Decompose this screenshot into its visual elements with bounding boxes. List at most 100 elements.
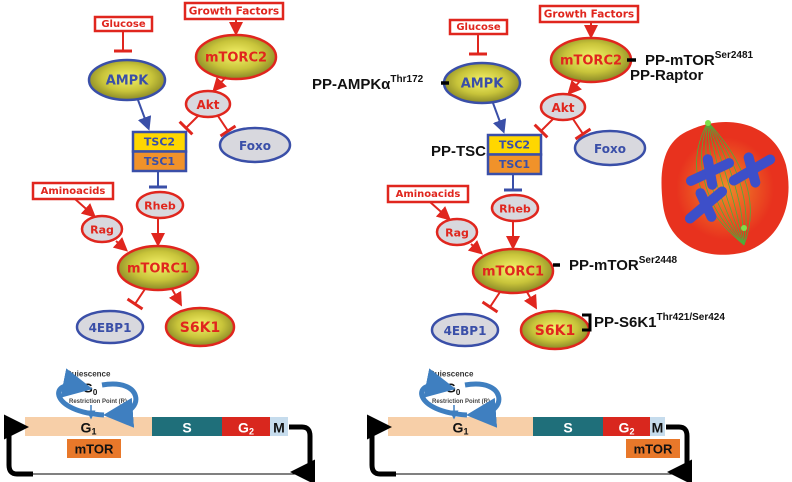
glucose-label: Glucose bbox=[456, 22, 501, 33]
4ebp1-node bbox=[75, 309, 145, 345]
4ebp1-label: 4EBP1 bbox=[89, 321, 132, 335]
quiescence-arrow-right bbox=[101, 381, 139, 428]
4ebp1-node bbox=[430, 312, 500, 348]
pp-mtor-ser2448-label-main: PP-mTOR bbox=[569, 257, 639, 274]
cycle-return-arrow-right bbox=[666, 424, 693, 482]
tsc1-label: TSC1 bbox=[144, 155, 175, 168]
pp-s6k1-bracket bbox=[582, 313, 592, 332]
phase-g1-subscript: 1 bbox=[91, 427, 96, 437]
growth_factors-box bbox=[183, 1, 285, 21]
phase-m bbox=[650, 417, 665, 436]
mtorc1-inhibits-4ebp1-bar bbox=[126, 297, 144, 311]
mtorc1-label: mTORC1 bbox=[127, 262, 189, 277]
spindle-fiber bbox=[701, 121, 745, 246]
phospho-labels: PP-AMPKαThr172PP-TSCPP-mTORSer2481PP-Rap… bbox=[312, 50, 754, 332]
foxo-node bbox=[573, 129, 647, 167]
mtorc1-node bbox=[116, 244, 200, 292]
chromosome bbox=[728, 152, 776, 188]
tsc2-label: TSC2 bbox=[144, 136, 175, 149]
centrosome-top bbox=[705, 120, 711, 126]
pp-mtor-ser2481-label-superscript: Ser2481 bbox=[715, 50, 754, 61]
g0-subscript: 0 bbox=[456, 388, 461, 397]
phase-s bbox=[152, 417, 222, 436]
phase-s bbox=[533, 417, 603, 436]
pp-mtor-ser2448-label: PP-mTORSer2448 bbox=[569, 255, 678, 274]
tsc1-box bbox=[486, 153, 543, 176]
mtorc1-inhibits-4ebp1-bar bbox=[481, 300, 499, 314]
mtorc2-activates-akt bbox=[567, 79, 582, 95]
foxo-label: Foxo bbox=[239, 139, 271, 153]
g0-label: G0 bbox=[446, 381, 461, 397]
rag-activates-mtorc1 bbox=[112, 237, 128, 252]
cycle-return-arrow-left bbox=[366, 414, 396, 477]
phase-g2-subscript: 2 bbox=[629, 427, 634, 437]
tsc1-label: TSC1 bbox=[499, 158, 530, 171]
akt-inhibits-tsc bbox=[540, 118, 554, 132]
mtorc2-label: mTORC2 bbox=[205, 51, 267, 66]
phase-m bbox=[270, 417, 288, 436]
chromatid bbox=[695, 188, 717, 222]
pp-mtor-ser2448-label-superscript: Ser2448 bbox=[639, 255, 678, 266]
s6k1-node bbox=[164, 306, 236, 348]
aminoacids-box bbox=[386, 184, 470, 204]
pp-mtor-ser2481-label: PP-mTORSer2481 bbox=[645, 50, 754, 69]
rag-label: Rag bbox=[90, 224, 114, 237]
foxo-node bbox=[218, 126, 292, 164]
pp-mtor-ser2481-label-main: PP-mTOR bbox=[645, 52, 715, 69]
growth_factors-box bbox=[538, 4, 640, 24]
aminoacids-label: Aminoacids bbox=[396, 189, 461, 200]
akt-inhibits-tsc-bar bbox=[533, 123, 549, 139]
rag-label: Rag bbox=[445, 227, 469, 240]
growth_factors-label: Growth Factors bbox=[189, 6, 279, 18]
mtorc1-inhibits-4ebp1 bbox=[134, 288, 146, 305]
chromosome bbox=[684, 186, 728, 224]
s6k1-label: S6K1 bbox=[535, 323, 575, 339]
aminoacids-activate-rag bbox=[74, 198, 96, 218]
glucose-label: Glucose bbox=[101, 19, 146, 30]
pp-ampk-label: PP-AMPKαThr172 bbox=[312, 74, 424, 93]
ampk-activates-tsc bbox=[492, 102, 507, 134]
chromosome bbox=[685, 154, 735, 190]
tsc1-box bbox=[131, 150, 188, 173]
akt-inhibits-tsc bbox=[185, 115, 199, 129]
phase-m-label: M bbox=[273, 420, 285, 436]
mtor-label: mTOR bbox=[634, 442, 673, 457]
s6k1-label: S6K1 bbox=[180, 320, 220, 336]
rag-node bbox=[80, 214, 124, 244]
phase-g2 bbox=[222, 417, 270, 436]
mtorc1-activates-s6k1 bbox=[168, 288, 182, 307]
mtorc1-activates-s6k1 bbox=[523, 291, 537, 310]
akt-label: Akt bbox=[196, 98, 219, 112]
cycle-return-arrow-left bbox=[3, 414, 33, 477]
aminoacids-box bbox=[31, 181, 115, 201]
mtor-label: mTOR bbox=[75, 442, 114, 457]
growth_factors-label: Growth Factors bbox=[544, 9, 634, 21]
chromatid bbox=[743, 152, 761, 188]
akt-node bbox=[539, 92, 587, 122]
mtorc2-activates-akt bbox=[212, 76, 227, 92]
pp-tsc-label: PP-TSC bbox=[431, 143, 486, 160]
aminoacids-label: Aminoacids bbox=[41, 186, 106, 197]
mtorc2-node bbox=[194, 33, 278, 81]
spindle-fiber bbox=[707, 121, 745, 246]
akt-label: Akt bbox=[551, 101, 574, 115]
rheb-node bbox=[135, 190, 185, 220]
phase-g2 bbox=[603, 417, 650, 436]
centrosome-bottom bbox=[741, 225, 747, 231]
restriction-point-label: Restriction Point (R) bbox=[69, 399, 127, 405]
pp-s6k1-label: PP-S6K1Thr421/Ser424 bbox=[594, 312, 725, 331]
ampk-label: AMPK bbox=[461, 77, 505, 92]
pp-s6k1-label-superscript: Thr421/Ser424 bbox=[657, 312, 726, 323]
spindle-fiber bbox=[707, 121, 745, 246]
rheb-label: Rheb bbox=[144, 200, 176, 213]
spindle-fiber bbox=[707, 121, 751, 246]
foxo-label: Foxo bbox=[594, 142, 626, 156]
akt-inhibits-foxo bbox=[572, 118, 584, 135]
akt-inhibits-foxo-bar bbox=[219, 124, 237, 138]
chromatid bbox=[702, 154, 718, 190]
pp-ampk-label-main: PP-AMPKα bbox=[312, 76, 391, 93]
